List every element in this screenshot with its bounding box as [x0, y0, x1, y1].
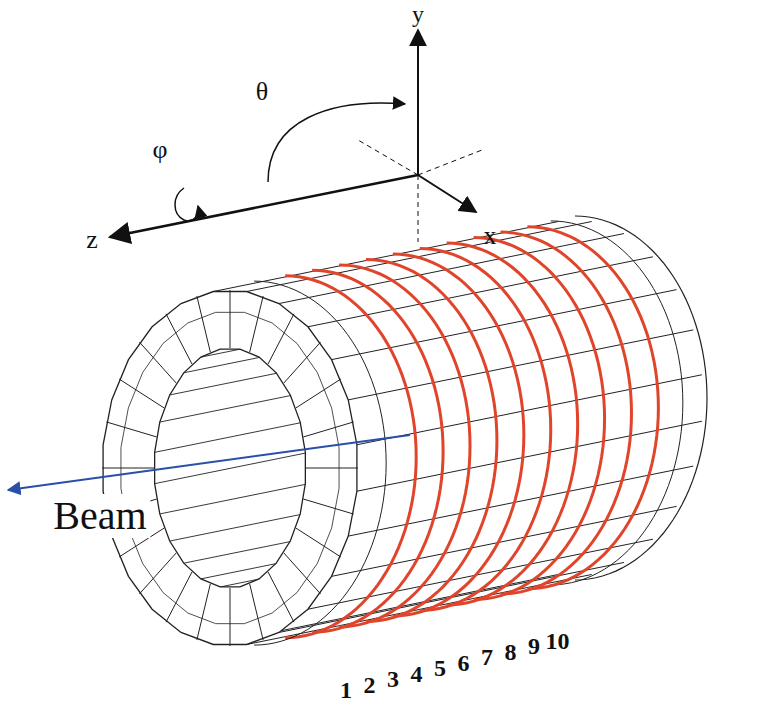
red-ring	[420, 249, 551, 611]
red-ring	[500, 232, 631, 594]
callout-number: 3	[387, 667, 399, 691]
module-stave	[357, 421, 702, 491]
red-ring	[527, 227, 658, 589]
red-ring	[339, 265, 470, 627]
callout-number: 9	[528, 634, 540, 658]
beam-label: Beam	[49, 494, 150, 538]
callout-number: 5	[434, 656, 446, 680]
red-ring	[474, 238, 605, 600]
coordinate-axes	[110, 30, 482, 242]
module-edge	[303, 499, 353, 514]
inner-stave	[290, 471, 635, 541]
module-edge	[166, 314, 192, 364]
module-edge	[106, 422, 156, 437]
inner-stave	[201, 287, 546, 357]
callout-number: 1	[340, 678, 352, 702]
module-edge	[197, 584, 210, 640]
inner-stave	[160, 352, 505, 422]
inner-stave	[290, 325, 635, 395]
module-edge	[119, 379, 164, 408]
module-edge	[166, 572, 192, 622]
inner-stave	[155, 414, 500, 484]
inner-stave	[259, 287, 604, 357]
axis-label: z	[86, 227, 98, 253]
inner-stave	[240, 517, 585, 587]
inner-stave	[305, 414, 650, 484]
inner-stave	[276, 303, 621, 373]
inner-stave	[259, 509, 604, 579]
barrel-detector	[102, 216, 707, 646]
inner-stave	[201, 509, 546, 579]
axis-label: x	[484, 223, 497, 249]
module-edge	[139, 342, 176, 383]
module-edge	[230, 290, 231, 348]
module-edge	[303, 422, 353, 437]
callout-number: 8	[505, 640, 517, 664]
angle-label: φ	[152, 137, 167, 163]
inner-bore	[155, 279, 651, 587]
module-edge	[284, 342, 321, 383]
module-edge	[102, 468, 154, 469]
module-edge	[197, 296, 210, 352]
inner-stave	[155, 382, 500, 452]
inner-stave	[240, 279, 585, 349]
inner-stave	[160, 444, 505, 514]
inner-stave	[220, 517, 565, 587]
module-edge	[306, 468, 358, 469]
inner-stave	[170, 471, 515, 541]
inner-stave	[300, 352, 645, 422]
beam-arrow	[8, 435, 410, 490]
inner-stave	[170, 325, 515, 395]
inner-stave	[220, 279, 565, 349]
callout-number: 7	[481, 645, 493, 669]
inner-stave	[300, 444, 645, 514]
module-edge	[284, 553, 321, 594]
module-edge	[230, 588, 231, 646]
module-edge	[268, 314, 294, 364]
inner-back	[500, 279, 651, 517]
red-ring	[393, 254, 524, 616]
module-edge	[250, 296, 263, 352]
module-edge	[139, 553, 176, 594]
module-edge	[296, 379, 341, 408]
callout-number: 2	[364, 673, 376, 697]
callout-number: 6	[458, 651, 470, 675]
module-edge	[250, 584, 263, 640]
inner-stave	[276, 493, 621, 563]
inner-stave	[184, 493, 529, 563]
angle-label: θ	[256, 79, 268, 105]
callout-number: 4	[411, 662, 423, 686]
module-edge	[268, 572, 294, 622]
axis-label: y	[412, 2, 424, 26]
module-edge	[296, 528, 341, 557]
callout-number: 10	[546, 629, 570, 653]
inner-stave	[184, 303, 529, 373]
red-ring	[447, 243, 578, 605]
